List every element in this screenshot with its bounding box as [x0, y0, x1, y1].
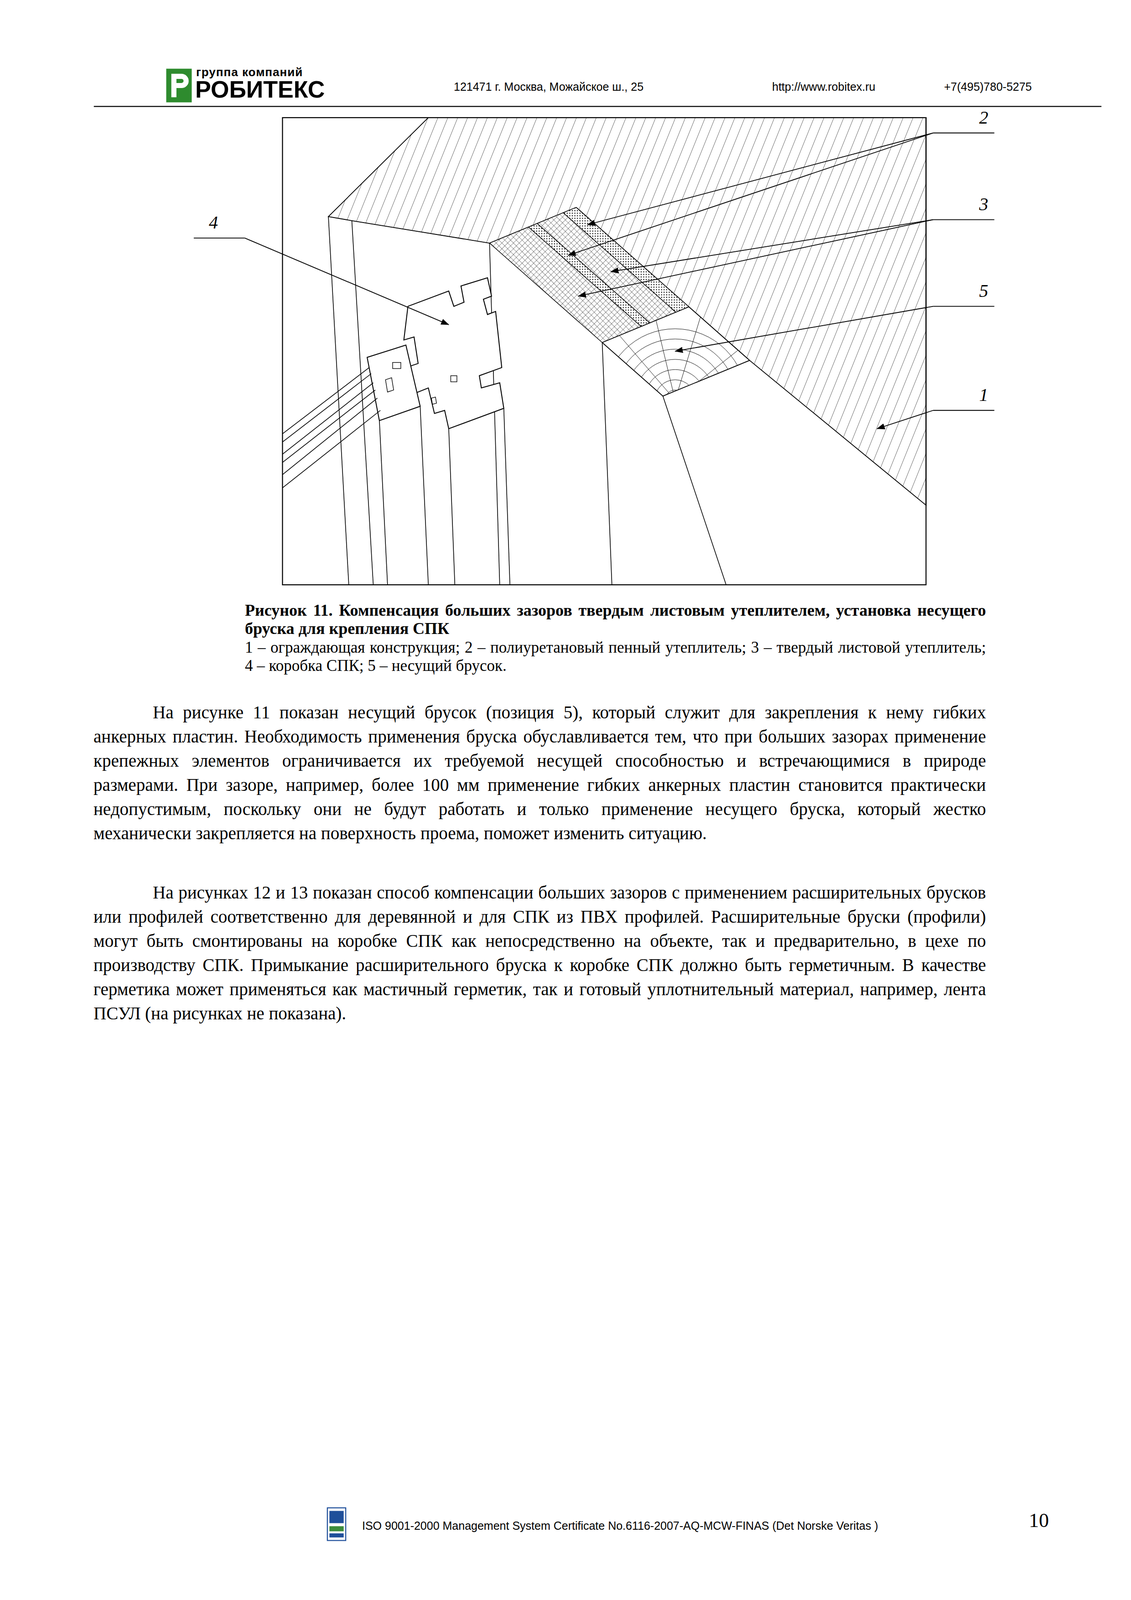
certificate-icon: [329, 1510, 344, 1524]
leader-lines: [193, 132, 995, 429]
rigid-insulation: [537, 212, 676, 323]
figure-legend: 1 – ограждающая конструкция; 2 – полиуре…: [244, 638, 986, 675]
callout-number: 5: [979, 281, 989, 301]
sash-details: [385, 362, 457, 405]
callout-number: 1: [979, 385, 989, 405]
figure-caption: Рисунок 11. Компенсация больших зазоров …: [244, 601, 986, 638]
footer-text: ISO 9001-2000 Management System Certific…: [362, 1518, 878, 1533]
header-text: 121471 г. Москва, Можайское ш., 25: [453, 79, 644, 94]
header-text: +7(495)780-5275: [944, 79, 1033, 94]
callout-number: 4: [208, 213, 218, 232]
foam-insulation: [563, 207, 690, 313]
glazing-unit: [282, 367, 381, 488]
logo-mark: [171, 73, 189, 98]
figure-frame: [282, 117, 926, 585]
callout-number: 2: [979, 108, 989, 127]
logo-text: РОБИТЕКС: [195, 77, 325, 102]
certificate-icon: [327, 1507, 346, 1541]
callout-number: 3: [979, 195, 989, 214]
certificate-icon: [329, 1533, 344, 1538]
wood-grain: [603, 306, 755, 472]
header-text: http://www.robitex.ru: [772, 79, 876, 94]
body-paragraph: На рисунке 11 показан несущий брусок (по…: [93, 700, 986, 846]
sash-profile: [367, 345, 421, 421]
page-number: 10: [1028, 1510, 1049, 1531]
logo-square: [166, 68, 192, 103]
body-paragraph: На рисунках 12 и 13 показан способ компе…: [93, 880, 986, 1026]
header-rule: [93, 105, 1102, 107]
certificate-icon: [329, 1525, 344, 1531]
